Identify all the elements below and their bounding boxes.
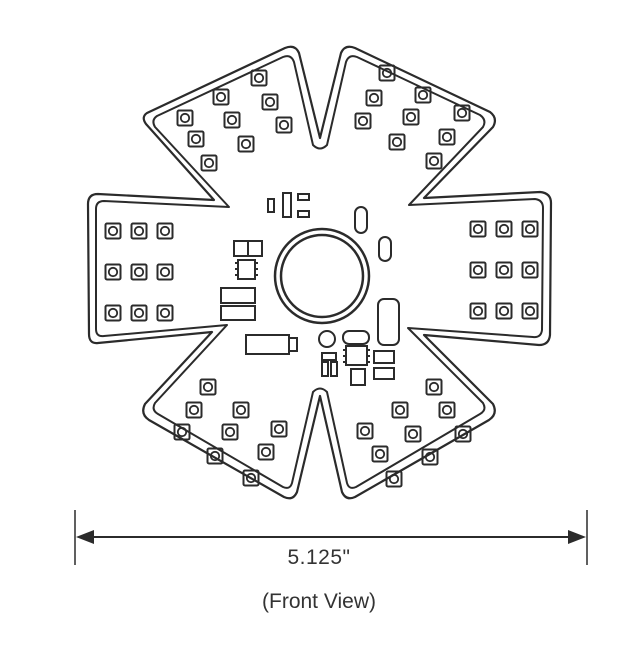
led-chip — [156, 263, 174, 281]
arrow-right-icon — [568, 530, 586, 544]
inductor-component — [220, 305, 256, 321]
led-chip — [275, 116, 293, 134]
led-chip — [200, 154, 218, 172]
led-chip — [212, 88, 230, 106]
led-chip — [187, 130, 205, 148]
led-array — [104, 64, 539, 488]
dimension-label: 5.125" — [287, 546, 351, 569]
led-chip — [521, 220, 539, 238]
led-chip — [242, 469, 260, 487]
led-chip — [221, 423, 239, 441]
led-chip — [385, 470, 403, 488]
ic-chip — [237, 259, 256, 280]
led-chip — [495, 302, 513, 320]
led-chip — [521, 261, 539, 279]
led-chip — [371, 445, 389, 463]
led-chip — [206, 447, 224, 465]
ic-pins — [235, 262, 370, 363]
led-chip — [391, 401, 409, 419]
led-chip — [104, 263, 122, 281]
smd-component — [350, 368, 366, 386]
led-chip — [257, 443, 275, 461]
led-chip — [438, 128, 456, 146]
led-chip — [356, 422, 374, 440]
resistor-component — [267, 198, 275, 213]
led-chip — [104, 304, 122, 322]
led-chip — [185, 401, 203, 419]
oval-pad — [378, 236, 392, 262]
ic-chip — [345, 345, 368, 366]
led-chip — [130, 222, 148, 240]
smd-component — [321, 361, 329, 377]
oval-pad-wide — [377, 298, 400, 346]
led-chip — [453, 104, 471, 122]
round-pad — [318, 330, 336, 348]
resistor-component — [282, 192, 292, 218]
led-chip — [495, 261, 513, 279]
led-chip — [402, 108, 420, 126]
led-chip — [156, 304, 174, 322]
led-chip — [521, 302, 539, 320]
led-chip — [261, 93, 279, 111]
center-hole-inner — [279, 233, 365, 319]
led-chip — [495, 220, 513, 238]
board-outline-outer — [86, 45, 553, 500]
led-chip — [270, 420, 288, 438]
smd-component — [321, 352, 337, 361]
led-chip — [454, 425, 472, 443]
circuit-components — [220, 192, 400, 386]
led-chip — [388, 133, 406, 151]
led-chip — [438, 401, 456, 419]
inductor-component — [220, 287, 256, 304]
led-chip — [414, 86, 432, 104]
led-chip — [469, 220, 487, 238]
board-outline-inner — [95, 55, 544, 489]
led-chip — [223, 111, 241, 129]
led-chip — [232, 401, 250, 419]
capacitor-component — [297, 193, 310, 201]
led-chip — [378, 64, 396, 82]
smd-component — [373, 350, 395, 364]
led-chip — [365, 89, 383, 107]
led-chip — [173, 423, 191, 441]
connector-component — [245, 334, 290, 355]
led-chip — [199, 378, 217, 396]
led-chip — [176, 109, 194, 127]
view-caption: (Front View) — [262, 590, 376, 613]
led-chip — [425, 378, 443, 396]
led-chip — [404, 425, 422, 443]
led-chip — [237, 135, 255, 153]
oval-pad — [354, 206, 368, 234]
led-chip — [130, 263, 148, 281]
led-chip — [104, 222, 122, 240]
capacitor-component — [297, 210, 310, 218]
led-chip — [354, 112, 372, 130]
smd-component — [373, 367, 395, 380]
oval-pad — [342, 330, 370, 345]
led-chip — [469, 302, 487, 320]
smd-component — [330, 361, 338, 377]
connector-tab — [288, 337, 298, 352]
led-chip — [250, 69, 268, 87]
center-hole-outer — [273, 227, 371, 325]
width-dimension-line — [74, 510, 588, 565]
led-chip — [425, 152, 443, 170]
led-chip — [156, 222, 174, 240]
pcb-board — [86, 45, 553, 500]
led-chip — [130, 304, 148, 322]
arrow-left-icon — [76, 530, 94, 544]
led-chip — [421, 448, 439, 466]
led-chip — [469, 261, 487, 279]
